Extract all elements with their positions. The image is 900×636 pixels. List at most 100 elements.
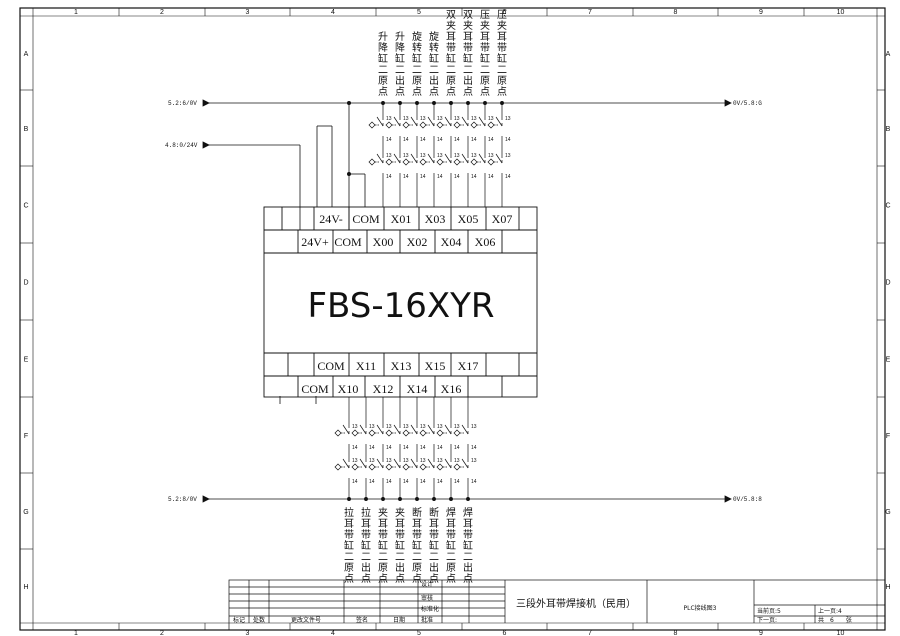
switch-pin-14: 14 — [403, 479, 409, 485]
switch-blade — [444, 424, 452, 435]
switch-actuator — [402, 158, 410, 166]
switch-blade — [376, 153, 384, 164]
row-marker: C — [885, 203, 890, 210]
switch-actuator — [368, 158, 376, 166]
junction — [347, 497, 351, 501]
row-marker: C — [23, 203, 28, 210]
switch-blade — [376, 424, 384, 435]
input-label: 焊耳带缸二原点 — [446, 507, 456, 585]
limit-switches: 1314131413141314131413141314131413141314… — [334, 101, 511, 501]
plc-model: FBS-16XYR — [307, 286, 494, 326]
switch-pin-13: 13 — [403, 116, 409, 122]
bottom-input-labels: 拉耳带缸二原点拉耳带缸二出点夹耳带缸二原点夹耳带缸二出点断耳带缸二原点断耳带缸二… — [344, 506, 473, 585]
switch-blade — [427, 424, 435, 435]
approval-label: 标准化 — [421, 605, 439, 613]
input-label: 压夹耳带缸二原点 — [480, 9, 490, 98]
switch-pin-13: 13 — [454, 116, 460, 122]
switch-blade — [427, 458, 435, 469]
switch-pin-13: 13 — [437, 153, 443, 159]
terminal-label: X11 — [356, 359, 376, 373]
switch-pin-14: 14 — [386, 445, 392, 451]
switch-blade — [444, 458, 452, 469]
signal-top-left: 5.2:6/0V — [168, 100, 197, 107]
switch-actuator — [368, 463, 376, 471]
switch-actuator — [385, 158, 393, 166]
row-marker: F — [886, 433, 890, 440]
terminal-label: X07 — [492, 212, 513, 226]
junction — [466, 101, 470, 105]
switch-actuator — [436, 121, 444, 129]
junction — [432, 497, 436, 501]
terminal-label: X00 — [373, 235, 394, 249]
revision-label: 签名 — [356, 616, 368, 624]
switch-pin-14: 14 — [488, 174, 494, 180]
switch-actuator — [385, 121, 393, 129]
column-marker: 8 — [674, 9, 678, 16]
terminal-label: X10 — [338, 382, 359, 396]
switch-pin-13: 13 — [454, 458, 460, 464]
input-label: 升降缸二原点 — [378, 31, 388, 98]
bus-lines — [202, 99, 732, 503]
switch-pin-13: 13 — [437, 116, 443, 122]
switch-pin-13: 13 — [352, 424, 358, 430]
input-label: 升降缸二出点 — [395, 31, 405, 98]
switch-actuator — [419, 121, 427, 129]
switch-pin-14: 14 — [386, 479, 392, 485]
switch-actuator — [419, 429, 427, 437]
terminal-label: X16 — [441, 382, 462, 396]
switch-actuator — [419, 158, 427, 166]
switch-blade — [393, 116, 401, 127]
terminal-label: COM — [334, 235, 362, 249]
row-marker: H — [885, 584, 890, 591]
switch-blade — [444, 116, 452, 127]
junction — [466, 497, 470, 501]
switch-blade — [342, 458, 350, 469]
signal-top-right: 0V/5.8:G — [733, 100, 762, 107]
plc-module — [263, 206, 538, 398]
switch-pin-13: 13 — [369, 458, 375, 464]
switch-blade — [393, 424, 401, 435]
signal-bottom-left: 5.2:8/0V — [168, 496, 197, 503]
column-marker: 4 — [331, 9, 335, 16]
switch-actuator — [385, 429, 393, 437]
title-block-revision-labels: 标记处数更改文件号签名日期 — [233, 616, 405, 624]
column-marker: 9 — [759, 630, 763, 636]
terminal-label: X04 — [441, 235, 462, 249]
switch-pin-13: 13 — [420, 458, 426, 464]
switch-actuator — [453, 121, 461, 129]
switch-blade — [342, 424, 350, 435]
column-marker: 1 — [74, 630, 78, 636]
junction — [381, 101, 385, 105]
switch-actuator — [368, 121, 376, 129]
switch-blade — [359, 424, 367, 435]
switch-actuator — [487, 121, 495, 129]
terminal-label: COM — [352, 212, 380, 226]
switch-pin-13: 13 — [471, 116, 477, 122]
approval-label: 批准 — [421, 616, 433, 624]
column-marker: 2 — [160, 9, 164, 16]
switch-blade — [427, 116, 435, 127]
row-marker: H — [23, 584, 28, 591]
switch-pin-14: 14 — [386, 174, 392, 180]
switch-pin-13: 13 — [420, 116, 426, 122]
row-marker: F — [24, 433, 28, 440]
column-marker: 3 — [246, 9, 250, 16]
switch-actuator — [453, 158, 461, 166]
column-marker: 3 — [246, 630, 250, 636]
terminal-label: COM — [301, 382, 329, 396]
column-marker: 1 — [74, 9, 78, 16]
revision-label: 更改文件号 — [291, 616, 321, 624]
switch-pin-14: 14 — [352, 479, 358, 485]
switch-pin-14: 14 — [454, 174, 460, 180]
switch-actuator — [470, 121, 478, 129]
input-label: 双夹耳带缸二出点 — [463, 9, 473, 98]
switch-pin-13: 13 — [352, 458, 358, 464]
column-marker: 7 — [588, 630, 592, 636]
input-label: 旋转缸二原点 — [412, 30, 422, 98]
switch-pin-13: 13 — [403, 458, 409, 464]
switch-pin-14: 14 — [420, 445, 426, 451]
switch-pin-14: 14 — [352, 445, 358, 451]
